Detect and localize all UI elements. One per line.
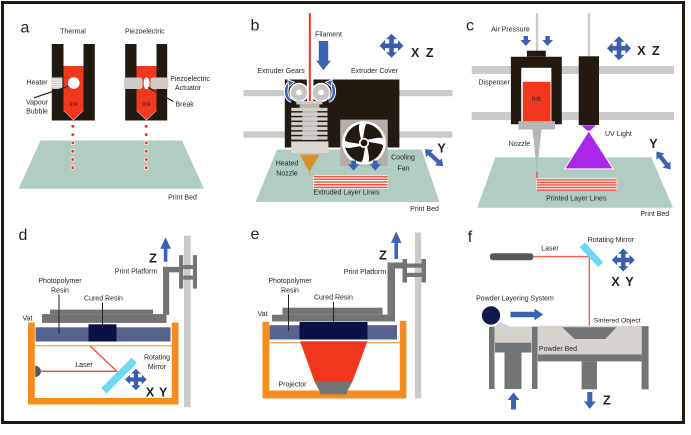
- svg-text:Printed Layer Lines: Printed Layer Lines: [546, 196, 607, 203]
- svg-text:X Z: X Z: [411, 46, 435, 60]
- svg-text:X Y: X Y: [611, 275, 635, 289]
- svg-text:Extruder Gears: Extruder Gears: [257, 68, 305, 75]
- svg-text:Cooling: Cooling: [391, 155, 415, 162]
- svg-text:Filament: Filament: [315, 32, 342, 39]
- svg-text:Resin: Resin: [51, 288, 69, 295]
- svg-text:a: a: [21, 20, 30, 37]
- svg-text:Ink: Ink: [69, 101, 78, 108]
- svg-text:Projector: Projector: [278, 382, 307, 389]
- svg-text:Photopolymer: Photopolymer: [268, 278, 312, 285]
- svg-text:Cured Resin: Cured Resin: [84, 296, 123, 303]
- svg-text:Dispenser: Dispenser: [479, 80, 511, 87]
- svg-text:Extruded Layer Lines: Extruded Layer Lines: [313, 189, 380, 196]
- svg-text:Heater: Heater: [26, 80, 48, 87]
- svg-text:Print Platform: Print Platform: [115, 268, 158, 275]
- svg-text:Print Bed: Print Bed: [168, 195, 197, 202]
- svg-text:Sintered Object: Sintered Object: [594, 318, 641, 325]
- svg-text:Vat: Vat: [258, 311, 268, 318]
- svg-text:Ink: Ink: [532, 96, 542, 103]
- svg-text:Print Bed: Print Bed: [640, 211, 669, 218]
- svg-text:Actuator: Actuator: [175, 85, 202, 92]
- svg-text:Photopolymer: Photopolymer: [38, 278, 82, 285]
- svg-text:Laser: Laser: [541, 246, 559, 253]
- svg-text:Y: Y: [649, 137, 658, 151]
- svg-text:Fan: Fan: [397, 166, 409, 173]
- svg-text:Print Bed: Print Bed: [410, 206, 439, 213]
- svg-text:Print Platform: Print Platform: [344, 269, 387, 276]
- svg-text:Heated: Heated: [276, 161, 299, 168]
- svg-text:Laser: Laser: [75, 362, 93, 369]
- svg-text:d: d: [19, 227, 28, 244]
- svg-text:Powder Bed: Powder Bed: [539, 346, 577, 353]
- svg-text:Vapour: Vapour: [26, 100, 49, 107]
- svg-text:Resin: Resin: [281, 288, 299, 295]
- svg-text:Thermal: Thermal: [60, 29, 86, 36]
- svg-text:Z: Z: [379, 248, 387, 263]
- svg-text:Piezoelectric: Piezoelectric: [170, 76, 210, 83]
- svg-text:Piezoelectric: Piezoelectric: [125, 29, 165, 36]
- svg-text:Cured Resin: Cured Resin: [314, 295, 353, 302]
- svg-text:Z: Z: [149, 251, 157, 266]
- svg-text:X Z: X Z: [637, 44, 661, 58]
- svg-text:Bubble: Bubble: [26, 108, 48, 115]
- svg-text:e: e: [251, 226, 260, 243]
- svg-text:Powder Layering System: Powder Layering System: [476, 296, 554, 303]
- svg-text:Air Pressure: Air Pressure: [491, 27, 530, 34]
- svg-text:Break: Break: [176, 101, 195, 108]
- svg-text:b: b: [251, 18, 260, 35]
- svg-text:Mirror: Mirror: [148, 364, 167, 371]
- svg-text:Vat: Vat: [23, 316, 33, 323]
- svg-text:Ink: Ink: [142, 101, 151, 108]
- svg-text:Rotating Mirror: Rotating Mirror: [588, 237, 635, 244]
- svg-text:c: c: [466, 18, 474, 35]
- svg-text:Rotating: Rotating: [144, 355, 170, 362]
- svg-text:Nozzle: Nozzle: [276, 171, 298, 178]
- svg-text:Y: Y: [437, 142, 446, 156]
- svg-text:X Y: X Y: [146, 386, 168, 400]
- svg-text:f: f: [468, 229, 473, 246]
- svg-text:UV Light: UV Light: [605, 131, 632, 138]
- svg-text:Extruder Cover: Extruder Cover: [351, 68, 399, 75]
- svg-text:Z: Z: [603, 393, 611, 408]
- svg-text:Nozzle: Nozzle: [509, 141, 531, 148]
